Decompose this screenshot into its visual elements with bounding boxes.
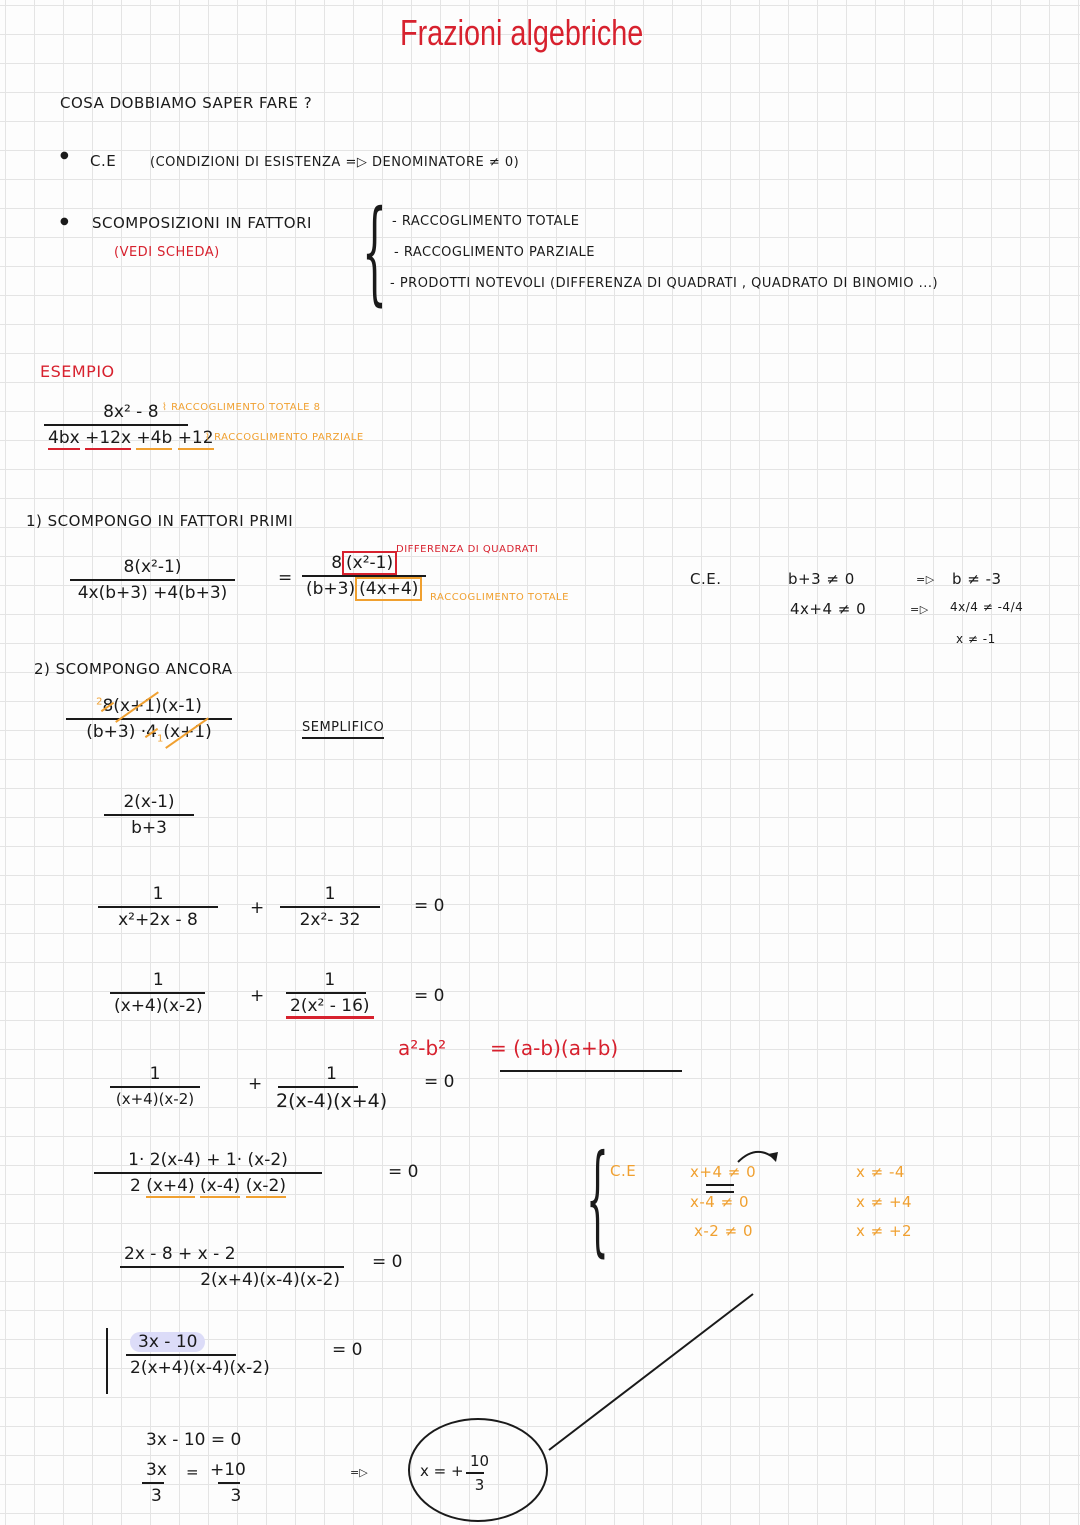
cancelled-factor: (x+1) [113, 696, 162, 716]
eq2-fraction-2: 1 2(x² - 16) [286, 970, 374, 1019]
step2-fraction: 28(x+1)(x-1) (b+3) ·41(x+1) [66, 696, 232, 744]
denominator-term: +4b [136, 428, 173, 450]
denominator-note: ⌇ RACCOGLIMENTO PARZIALE [205, 432, 364, 443]
plus-sign: + [248, 1074, 263, 1094]
cancelled-coefficient: 8 [102, 696, 114, 716]
eq1-fraction-1: 1 x²+2x - 8 [98, 884, 218, 930]
numerator-note: ⌇ RACCOGLIMENTO TOTALE 8 [162, 402, 321, 413]
brace-icon: { [362, 187, 387, 317]
equals-zero: = 0 [388, 1162, 419, 1182]
page-title: Frazioni algebriche [400, 12, 644, 53]
eq3-fraction-1: 1 (x+4)(x-2) [110, 1064, 200, 1108]
step1-left-fraction: 8(x²-1) 4x(b+3) +4(b+3) [70, 557, 235, 603]
plus-sign: + [250, 898, 265, 918]
denominator-term: 4bx [48, 428, 80, 450]
example-denominator: 4bx +12x +4b +12 [44, 428, 218, 450]
plus-sign: + [250, 986, 265, 1006]
example-numerator: 8x² - 8 [103, 402, 159, 422]
method-item: - PRODOTTI NOTEVOLI (DIFFERENZA DI QUADR… [390, 276, 939, 291]
solve-step-1: 3x - 10 = 0 [146, 1430, 242, 1450]
implies-arrow: =▷ [910, 603, 929, 616]
note-raccoglimento: RACCOGLIMENTO TOTALE [430, 592, 569, 603]
bullet-scomposizioni-note: (VEDI SCHEDA) [114, 245, 220, 260]
margin-line [106, 1328, 108, 1394]
bullet-ce-detail: (CONDIZIONI DI ESISTENZA =▷ DENOMINATORE… [150, 155, 520, 170]
ce2-condition: x+4 ≠ 0 [690, 1163, 757, 1181]
ce2-label: C.E [610, 1162, 637, 1180]
bullet-icon: ● [60, 216, 69, 227]
equals-zero: = 0 [424, 1072, 455, 1092]
bullet-ce-label: C.E [90, 152, 117, 170]
identity-rhs: = (a-b)(a+b) [490, 1036, 619, 1060]
ce2-condition: x-4 ≠ 0 [690, 1193, 749, 1211]
step2-heading: 2) SCOMPONGO ANCORA [34, 660, 233, 678]
example-heading: ESEMPIO [40, 362, 115, 381]
cancelled-factor: (x+1) [163, 722, 212, 742]
equals-zero: = 0 [414, 986, 445, 1006]
example-fraction: 8x² - 8 4bx +12x +4b +12 [44, 402, 218, 450]
eq6-fraction: 3x - 10 2(x+4)(x-4)(x-2) [126, 1332, 274, 1378]
ce-condition: 4x+4 ≠ 0 [790, 600, 867, 618]
eq4-fraction: 1· 2(x-4) + 1· (x-2) 2 (x+4) (x-4) (x-2) [94, 1150, 322, 1198]
note-difference-of-squares: DIFFERENZA DI QUADRATI [396, 544, 539, 555]
intro-question: COSA DOBBIAMO SAPER FARE ? [60, 94, 313, 112]
divider-line [500, 1070, 682, 1072]
ce-result: b ≠ -3 [952, 570, 1002, 588]
eq3-fraction-2: 1 2(x-4)(x+4) [276, 1064, 388, 1112]
ce2-result: x ≠ +4 [856, 1193, 913, 1211]
solution-circle [408, 1418, 548, 1522]
bullet-scomposizioni-label: SCOMPOSIZIONI IN FATTORI [92, 214, 312, 232]
ce2-result: x ≠ +2 [856, 1222, 913, 1240]
equals-zero: = 0 [372, 1252, 403, 1272]
highlight-box-orange: (4x+4) [355, 577, 423, 601]
method-item: - RACCOGLIMENTO PARZIALE [394, 245, 596, 260]
semplifico-label: SEMPLIFICO [302, 720, 385, 739]
solution-fraction: 10 3 [466, 1452, 493, 1494]
bullet-icon: ● [60, 150, 69, 161]
step1-heading: 1) SCOMPONGO IN FATTORI PRIMI [26, 512, 294, 530]
cancelled-coefficient: 4 [146, 722, 157, 742]
highlighted-numerator: 3x - 10 [130, 1332, 206, 1352]
equals-zero: = 0 [414, 896, 445, 916]
equals-sign: = [278, 568, 293, 588]
step1-right-fraction: 8(x²-1) (b+3)(4x+4) [302, 551, 427, 601]
double-underline [706, 1184, 734, 1193]
ce-result: 4x/4 ≠ -4/4 [950, 600, 1024, 614]
ce2-condition: x-2 ≠ 0 [694, 1222, 753, 1240]
eq1-fraction-2: 1 2x²- 32 [280, 884, 380, 930]
eq2-fraction-1: 1 (x+4)(x-2) [110, 970, 207, 1016]
solve-rhs-fraction: +10 3 [210, 1460, 246, 1506]
simplified-fraction: 2(x-1) b+3 [104, 792, 194, 838]
identity-lhs: a²-b² [398, 1036, 447, 1060]
eq5-fraction: 2x - 8 + x - 2 2(x+4)(x-4)(x-2) [120, 1244, 344, 1290]
equals-zero: = 0 [332, 1340, 363, 1360]
implies-arrow: =▷ [916, 573, 935, 586]
denominator-term: +12x [85, 428, 132, 450]
implies-arrow: =▷ [350, 1466, 368, 1479]
method-item: - RACCOGLIMENTO TOTALE [392, 214, 580, 229]
ce-label: C.E. [690, 570, 722, 588]
ce2-result: x ≠ -4 [856, 1163, 905, 1181]
ce-condition: b+3 ≠ 0 [788, 570, 855, 588]
solve-lhs-fraction: 3x 3 [142, 1460, 171, 1506]
highlight-box-red: (x²-1) [342, 551, 398, 575]
denominator-term: +12 [177, 428, 214, 450]
pointer-line [548, 1293, 754, 1451]
arrow-icon [737, 1151, 778, 1163]
brace-icon: { [586, 1130, 609, 1269]
ce-result-final: x ≠ -1 [956, 632, 996, 646]
solution-prefix: x = + [420, 1462, 464, 1480]
equals-sign: = [186, 1463, 199, 1481]
